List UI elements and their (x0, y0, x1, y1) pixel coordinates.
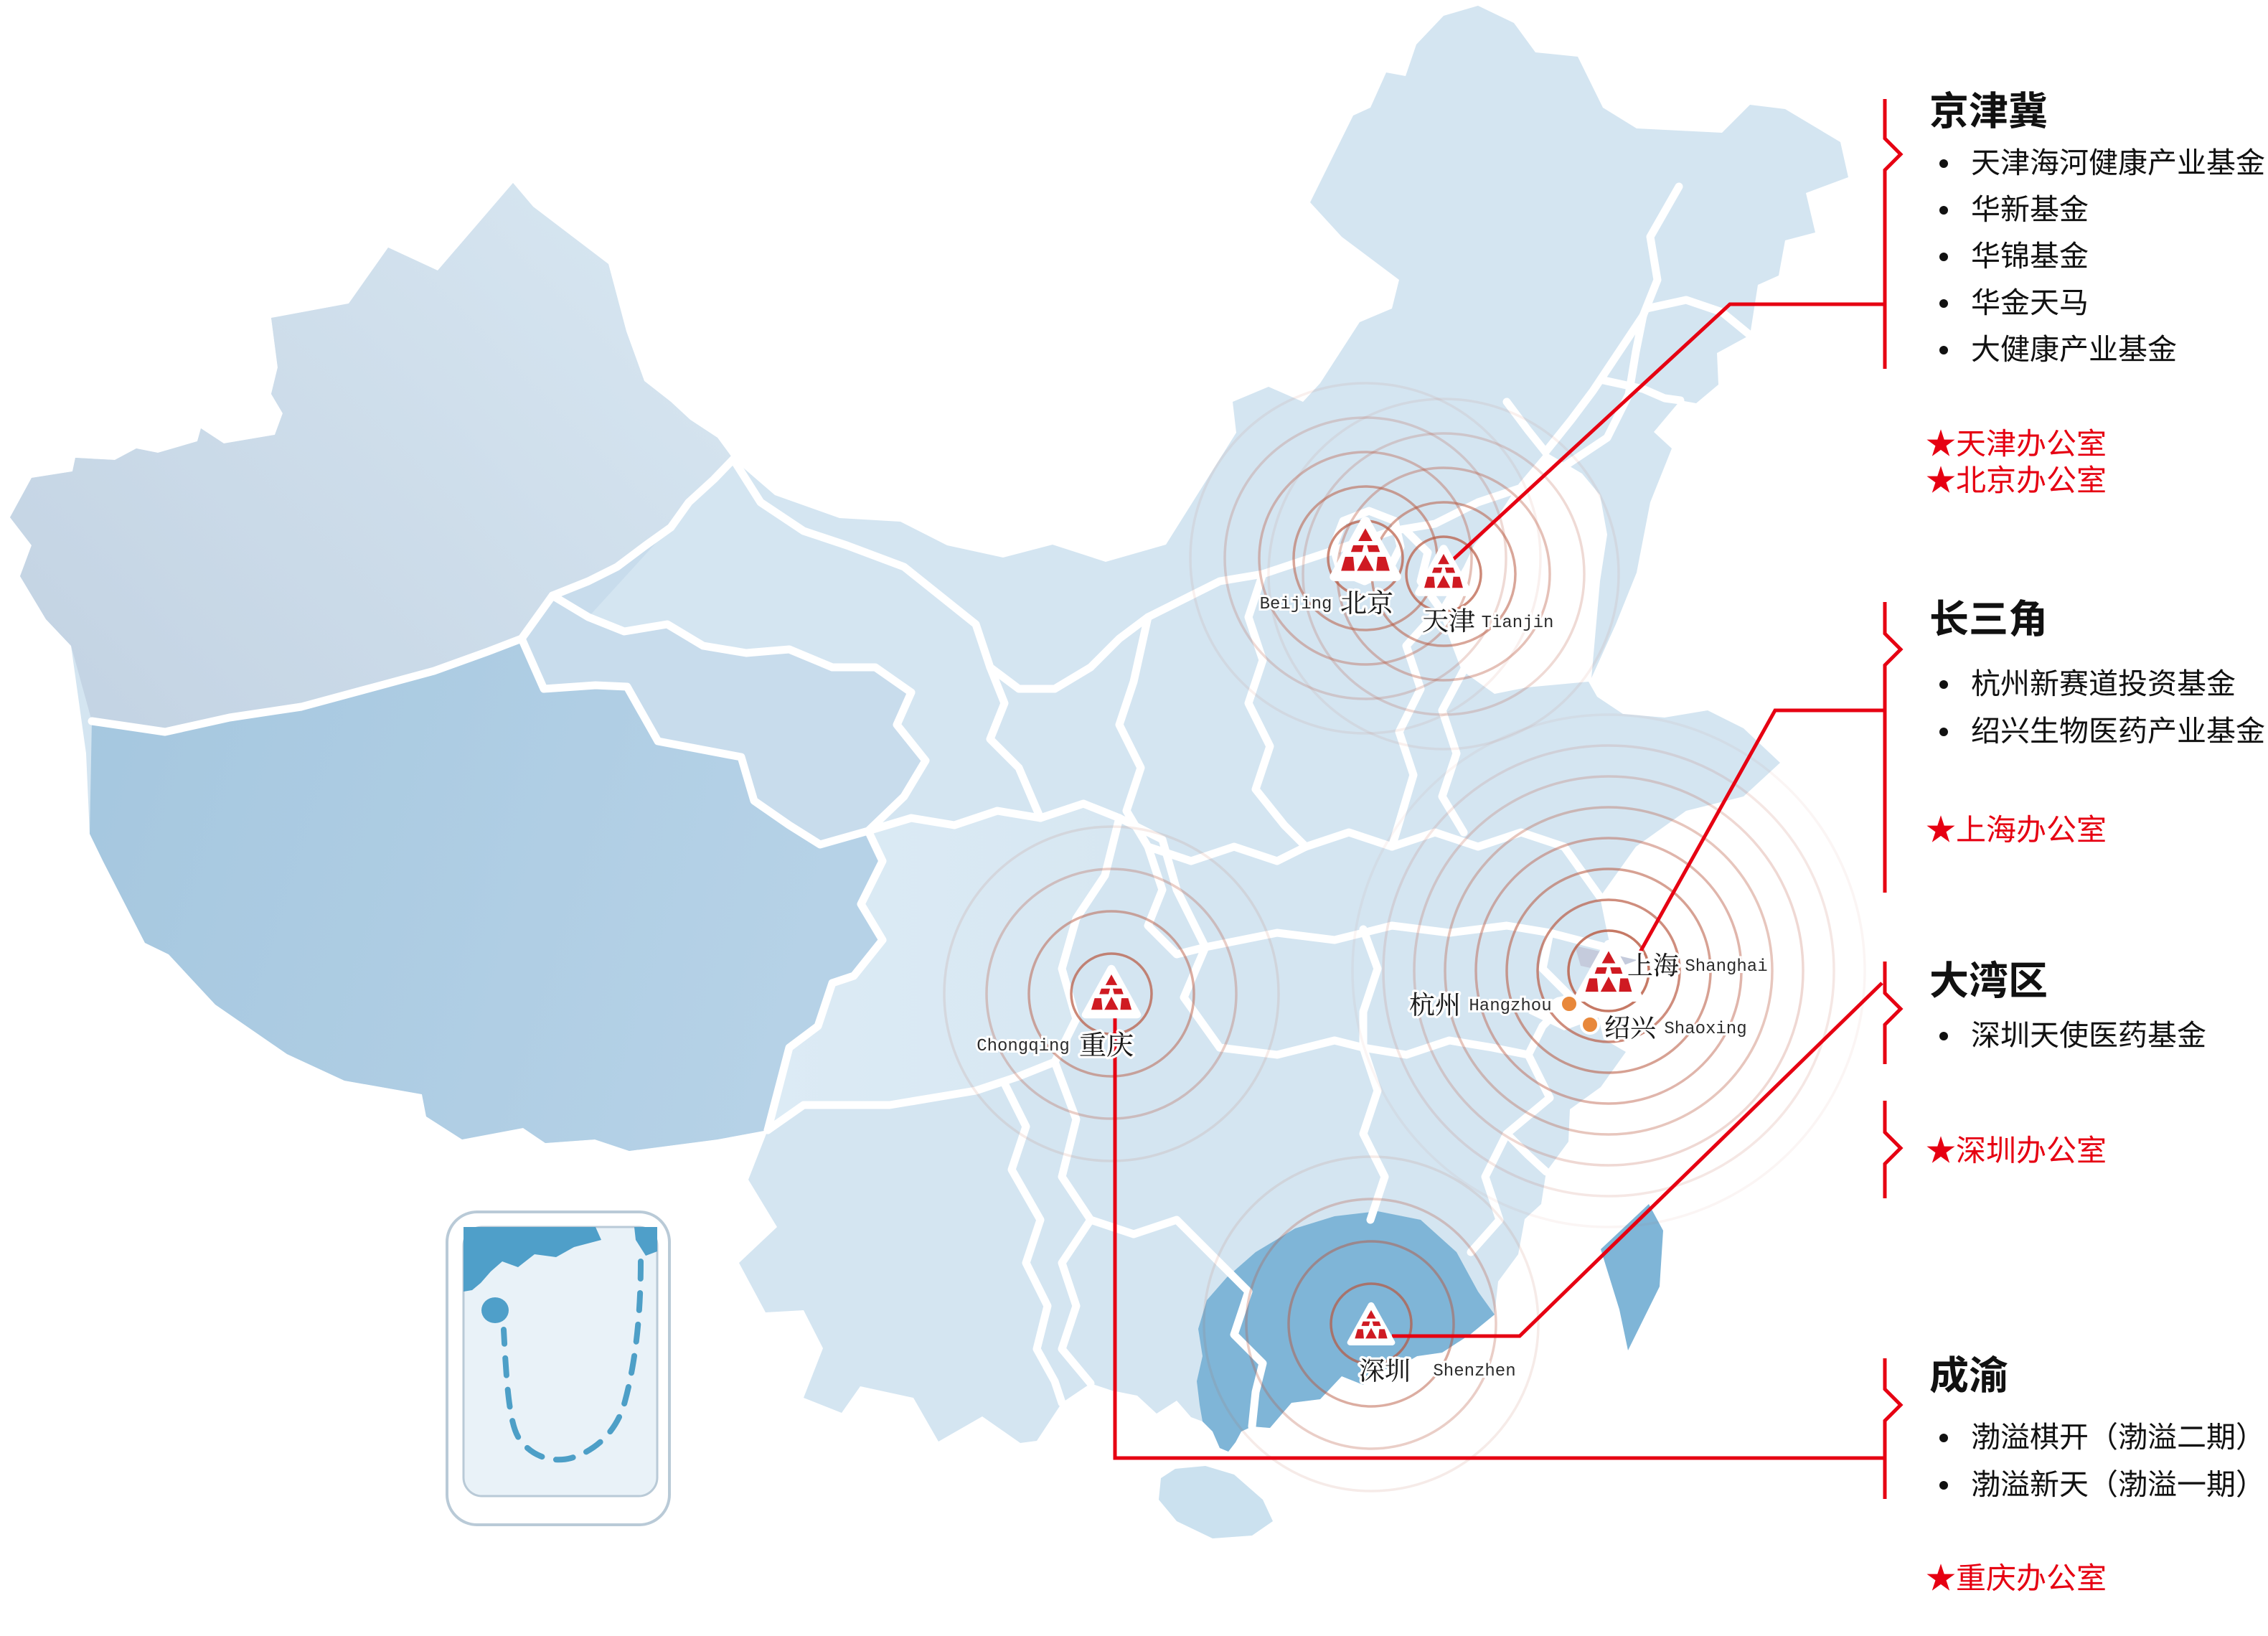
svg-text:Shenzhen: Shenzhen (1433, 1362, 1515, 1381)
svg-text:Hangzhou: Hangzhou (1469, 997, 1551, 1016)
svg-text:Shaoxing: Shaoxing (1664, 1020, 1746, 1039)
svg-text:Shanghai: Shanghai (1685, 957, 1767, 977)
svg-text:Tianjin: Tianjin (1482, 614, 1554, 633)
svg-text:Beijing: Beijing (1260, 595, 1332, 614)
svg-text:Chongqing: Chongqing (977, 1037, 1070, 1056)
